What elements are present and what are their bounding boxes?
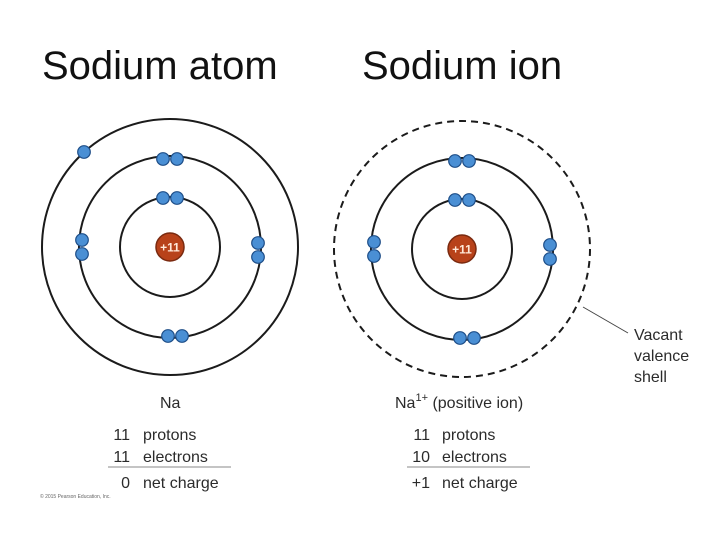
ion-symbol-base: Na [395,395,416,412]
ion-middle-electron [367,249,381,263]
ion-inner-shell [411,198,513,300]
atom-middle-electron [75,247,89,261]
ion-middle-electron [467,331,481,345]
ion-middle-electron [367,235,381,249]
ion-symbol-suffix: (positive ion) [428,395,523,412]
ion-middle-electron [543,252,557,266]
atom-middle-electron [175,329,189,343]
atom-outer-shell [41,118,299,376]
ion-net-charge-label: net charge [442,475,518,492]
atom-inner-electron [170,191,184,205]
atom-middle-electron [161,329,175,343]
callout-shell: shell [634,369,667,386]
atom-symbol: Na [160,395,181,412]
atom-middle-electron [170,152,184,166]
sodium-ion-model: +11 [333,120,591,378]
ion-electrons [367,154,557,345]
copyright-notice: © 2015 Pearson Education, Inc. [40,493,111,500]
ion-middle-electron [453,331,467,345]
ion-middle-electron [462,154,476,168]
atom-valence-electron [77,145,91,159]
sodium-ion-title: Sodium ion [362,44,563,88]
ion-nucleus-charge: +11 [452,243,472,257]
ion-electrons-label: electrons [442,449,507,466]
atom-middle-electron [251,250,265,264]
atom-protons-value: 11 [113,427,130,444]
atom-inner-electron [156,191,170,205]
atom-electrons [75,145,265,343]
ion-symbol-superscript: 1+ [415,392,428,404]
atom-protons-label: protons [143,427,196,444]
atom-inner-shell [119,196,221,298]
atom-middle-electron [75,233,89,247]
atom-middle-electron [156,152,170,166]
atom-nucleus [155,232,185,262]
ion-nucleus [447,234,477,264]
sodium-atom-model: +11 [41,118,299,376]
ion-middle-electron [543,238,557,252]
ion-middle-electron [448,154,462,168]
atom-nucleus-charge: +11 [160,241,180,255]
ion-protons-label: protons [442,427,495,444]
atom-net-charge-value: 0 [121,475,130,492]
ion-protons-value: 11 [413,427,430,444]
vacant-shell-leader-line [582,306,629,334]
atom-net-charge-label: net charge [143,475,219,492]
ion-inner-electron [462,193,476,207]
atom-electrons-value: 11 [113,449,130,466]
ion-inner-electron [448,193,462,207]
ion-net-charge-value: +1 [412,475,430,492]
callout-vacant: Vacant [634,327,683,344]
atom-middle-electron [251,236,265,250]
ion-vacant-valence-shell [333,120,591,378]
callout-valence: valence [634,348,689,365]
atom-electrons-label: electrons [143,449,208,466]
sodium-atom-title: Sodium atom [42,44,278,88]
ion-symbol: Na1+ (positive ion) [395,392,523,412]
ion-electrons-value: 10 [412,449,430,466]
